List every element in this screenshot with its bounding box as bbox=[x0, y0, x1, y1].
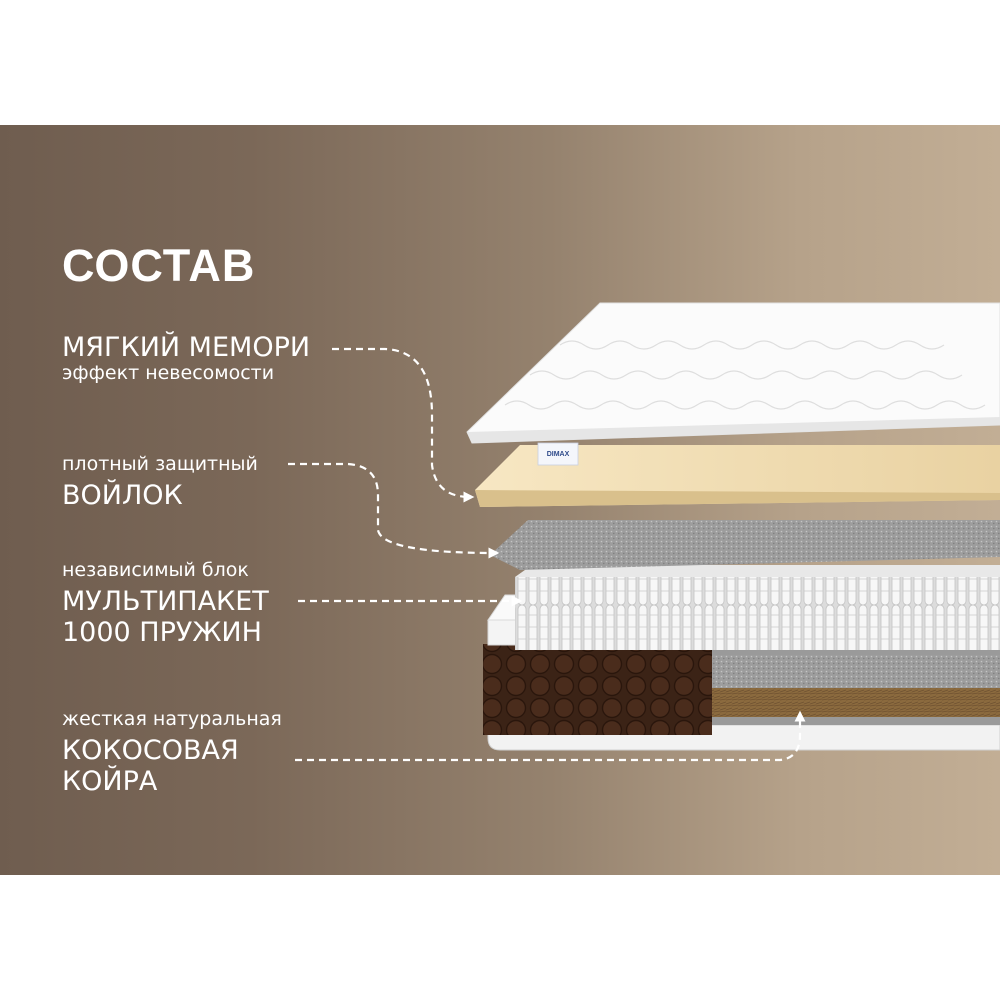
label-spring-block: независимый блок МУЛЬТИПАКЕТ 1000 ПРУЖИН bbox=[62, 559, 269, 648]
felt-layer bbox=[490, 520, 1000, 570]
mattress-illustration: DIMAX bbox=[288, 302, 1000, 762]
memory-foam-layer bbox=[475, 445, 1000, 507]
label-coconut-coir: жесткая натуральная КОКОСОВАЯ КОЙРА bbox=[62, 708, 282, 797]
coconut-coir-layer bbox=[712, 688, 1000, 717]
arrow-memory-foam bbox=[332, 347, 475, 503]
arrow-felt bbox=[288, 462, 500, 559]
spring-block-caption: независимый блок bbox=[62, 559, 249, 581]
felt-band bbox=[712, 655, 1000, 688]
infographic-banner: СОСТАВ МЯГКИЙ МЕМОРИ эффект невесомости … bbox=[0, 125, 1000, 875]
spring-block-heading-line1: МУЛЬТИПАКЕТ bbox=[62, 585, 269, 617]
page-title: СОСТАВ bbox=[62, 240, 256, 291]
coconut-coir-caption: жесткая натуральная bbox=[62, 708, 282, 730]
felt-heading: ВОЙЛОК bbox=[62, 479, 183, 511]
spring-block-heading-line2: 1000 ПРУЖИН bbox=[62, 616, 262, 648]
felt-caption: плотный защитный bbox=[62, 453, 258, 475]
label-memory-foam: МЯГКИЙ МЕМОРИ эффект невесомости bbox=[62, 332, 310, 385]
coconut-coir-heading-line1: КОКОСОВАЯ bbox=[62, 734, 239, 766]
spring-block bbox=[515, 565, 1000, 650]
brand-tag: DIMAX bbox=[537, 442, 579, 466]
coconut-coir-heading-line2: КОЙРА bbox=[62, 765, 158, 797]
memory-foam-heading: МЯГКИЙ МЕМОРИ bbox=[62, 332, 311, 363]
memory-foam-caption: эффект невесомости bbox=[62, 362, 275, 385]
jacquard-side-panel bbox=[483, 644, 712, 735]
top-cover-layer bbox=[466, 302, 1000, 444]
label-felt: плотный защитный ВОЙЛОК bbox=[62, 453, 258, 511]
arrow-coconut-coir bbox=[295, 710, 806, 762]
brand-tag-text: DIMAX bbox=[547, 451, 570, 458]
